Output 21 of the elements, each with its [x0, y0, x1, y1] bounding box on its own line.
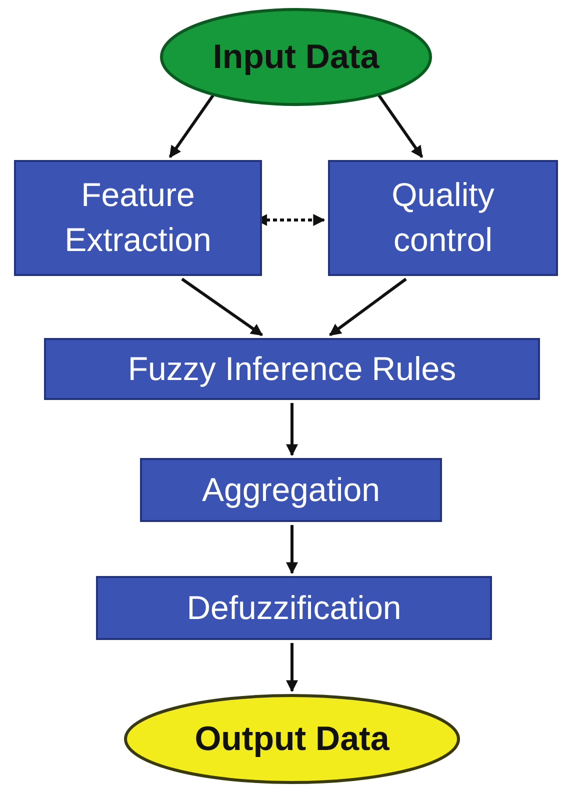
- node-label: Input Data: [212, 38, 380, 76]
- node-label: Quality control: [390, 175, 496, 260]
- terminal-ellipse: [160, 8, 432, 106]
- process-box: [96, 576, 492, 640]
- node-label: Feature Extraction: [64, 175, 212, 260]
- node-label: Aggregation: [202, 470, 380, 510]
- process-box: [14, 160, 262, 276]
- arrow: [286, 403, 298, 456]
- arrow: [286, 525, 298, 574]
- process-box: [140, 458, 442, 522]
- process-box: [44, 338, 540, 400]
- arrow: [181, 278, 263, 336]
- arrow: [168, 93, 216, 158]
- arrow: [286, 643, 298, 692]
- process-box: [328, 160, 558, 276]
- arrow: [329, 278, 407, 336]
- terminal-ellipse: [124, 694, 460, 784]
- node-label: Output Data: [194, 720, 390, 758]
- node-label: Defuzzification: [186, 588, 402, 628]
- node-label: Fuzzy Inference Rules: [128, 348, 456, 389]
- arrow: [376, 93, 424, 158]
